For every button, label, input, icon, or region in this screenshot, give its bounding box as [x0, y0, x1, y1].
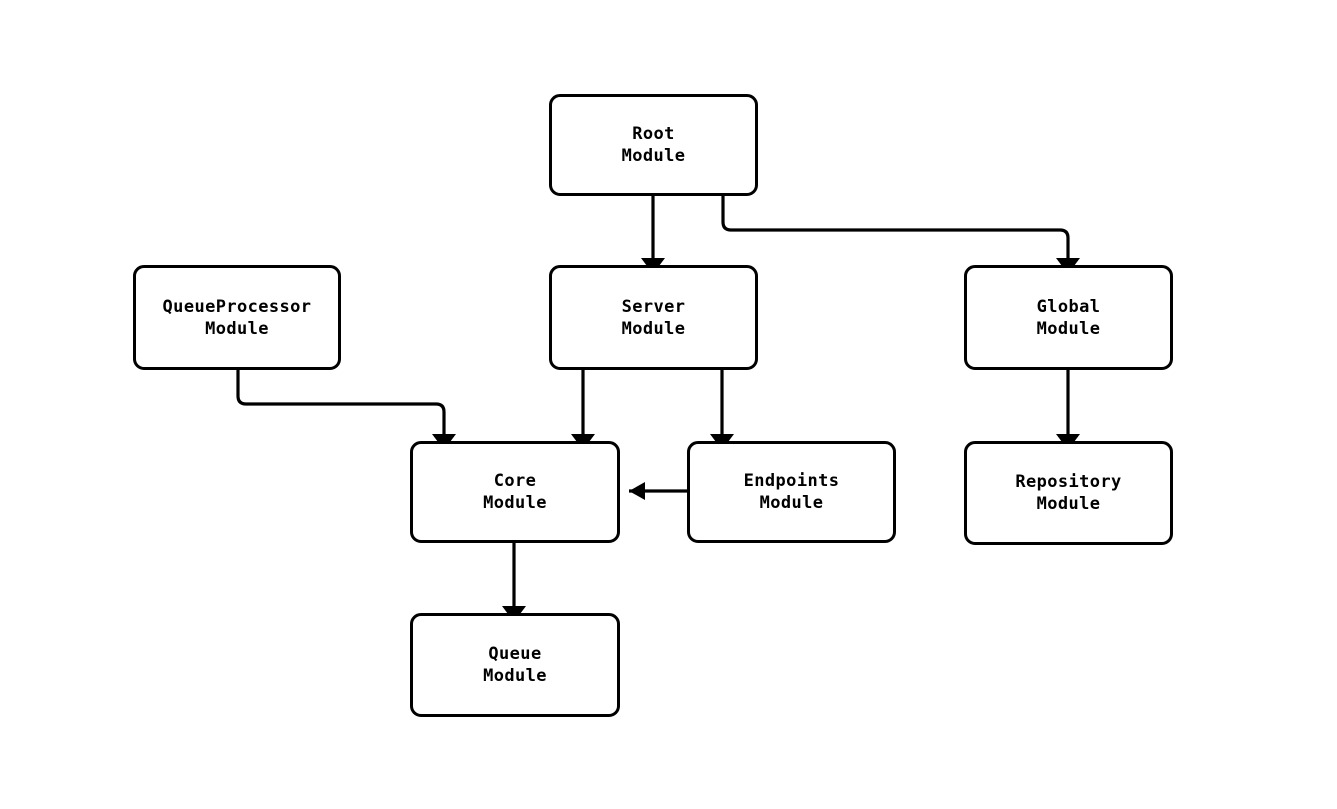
edge-queueprocessor-to-core: [236, 370, 446, 434]
node-label-repository-module: Repository Module: [1015, 472, 1122, 514]
node-root-module[interactable]: Root Module: [549, 94, 758, 196]
node-server-module[interactable]: Server Module: [549, 265, 758, 370]
node-label-queueprocessor-module: QueueProcessor Module: [162, 296, 312, 339]
arrowhead-endpoints-to-core: [629, 482, 645, 500]
node-queue-module[interactable]: Queue Module: [410, 613, 620, 717]
node-repository-module[interactable]: Repository Module: [964, 441, 1173, 545]
node-global-module[interactable]: Global Module: [964, 265, 1173, 370]
node-label-server-module: Server Module: [621, 296, 686, 339]
node-label-endpoints-module: Endpoints Module: [743, 471, 840, 513]
node-queueprocessor-module[interactable]: QueueProcessor Module: [133, 265, 341, 370]
node-endpoints-module[interactable]: Endpoints Module: [687, 441, 896, 543]
node-label-queue-module: Queue Module: [483, 644, 547, 686]
node-label-root-module: Root Module: [621, 124, 686, 166]
node-label-global-module: Global Module: [1036, 296, 1101, 339]
node-label-core-module: Core Module: [483, 471, 547, 513]
edge-root-to-global: [721, 196, 1070, 258]
node-core-module[interactable]: Core Module: [410, 441, 620, 543]
